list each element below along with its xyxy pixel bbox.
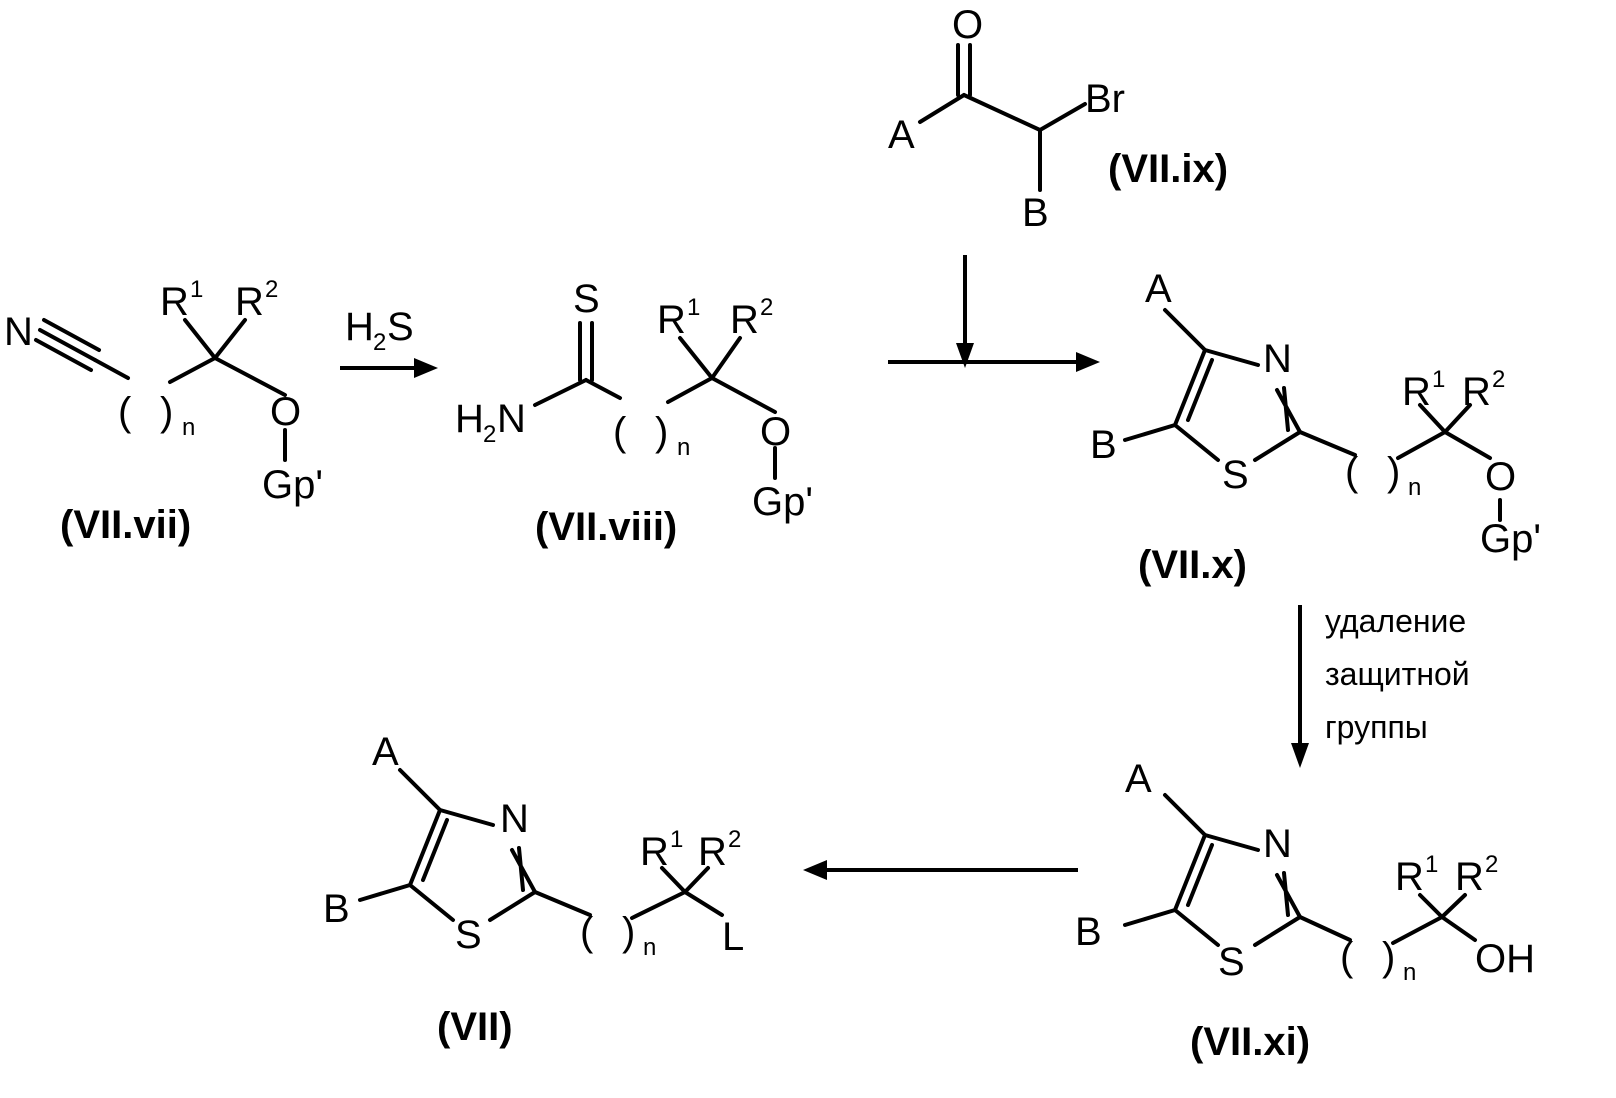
substituent-a: A <box>1125 757 1152 801</box>
label-vii: (VII) <box>437 1005 513 1049</box>
ether-o-atom: O <box>1485 455 1516 499</box>
deprotection-line-3: группы <box>1325 709 1428 745</box>
label-vii-xi: (VII.xi) <box>1190 1020 1310 1064</box>
thiazole-n: N <box>1263 337 1292 381</box>
compound-vii-xi: A N B S ( ) n R 1 R 2 OH (VII.xi) <box>1075 757 1535 1064</box>
thiazole-s: S <box>1222 453 1249 497</box>
paren-open: ( <box>1340 935 1354 979</box>
bromoketone-bonds <box>920 45 1085 190</box>
repeat-n: n <box>677 434 690 461</box>
r2-label: R <box>730 298 759 342</box>
thiazole-n: N <box>1263 822 1292 866</box>
triple-bond <box>36 320 99 370</box>
thiazole-s: S <box>455 913 482 957</box>
ether-o-atom: O <box>270 390 301 434</box>
compound-vii-viii: S H 2 N ( ) n R 1 R 2 O Gp' (VII.viii) <box>455 277 813 549</box>
r1-label: R <box>1402 370 1431 414</box>
substituent-b: B <box>1075 910 1102 954</box>
leaving-group-l: L <box>722 915 744 959</box>
r2-label: R <box>235 280 264 324</box>
substituent-b: B <box>1090 423 1117 467</box>
arrow-activation <box>803 860 1078 880</box>
reagent-h: H <box>345 305 374 349</box>
thione-s-atom: S <box>573 277 600 321</box>
paren-close: ) <box>1382 935 1395 979</box>
r2-label: R <box>1462 370 1491 414</box>
substituent-b: B <box>323 887 350 931</box>
substituent-a: A <box>372 730 399 774</box>
substituent-b: B <box>1022 191 1049 235</box>
side-bonds <box>1125 310 1500 520</box>
r1-superscript: 1 <box>670 826 683 853</box>
r1-label: R <box>1395 855 1424 899</box>
paren-close: ) <box>1387 450 1400 494</box>
compound-vii-x: A N B S ( ) n R 1 R 2 O Gp' (VII.x) <box>1090 267 1541 587</box>
reagent-s: S <box>387 305 414 349</box>
amine-n: N <box>497 397 526 441</box>
protecting-group: Gp' <box>1480 517 1541 561</box>
r1-label: R <box>640 830 669 874</box>
r2-superscript: 2 <box>1485 851 1498 878</box>
r2-superscript: 2 <box>760 294 773 321</box>
r1-label: R <box>160 280 189 324</box>
thioamide-bonds <box>535 323 775 478</box>
r1-superscript: 1 <box>687 294 700 321</box>
repeat-n: n <box>1408 474 1421 501</box>
r1-superscript: 1 <box>190 276 203 303</box>
thiazole-s: S <box>1218 940 1245 984</box>
arrow-deprotection: удаление защитной группы <box>1291 603 1470 768</box>
r2-superscript: 2 <box>265 276 278 303</box>
deprotection-line-2: защитной <box>1325 656 1470 692</box>
r1-superscript: 1 <box>1432 366 1445 393</box>
paren-open: ( <box>118 390 132 434</box>
r1-superscript: 1 <box>1425 851 1438 878</box>
substituent-a: A <box>1145 267 1172 311</box>
r2-label: R <box>1455 855 1484 899</box>
ether-o-atom: O <box>760 410 791 454</box>
arrow-hantzsch <box>888 255 1100 372</box>
substituent-a: A <box>888 113 915 157</box>
paren-close: ) <box>655 410 668 454</box>
paren-close: ) <box>160 390 173 434</box>
repeat-n: n <box>643 934 656 961</box>
amine-h: H <box>455 397 484 441</box>
ketone-o-atom: O <box>952 3 983 47</box>
paren-open: ( <box>580 910 594 954</box>
r2-superscript: 2 <box>728 826 741 853</box>
r1-label: R <box>657 298 686 342</box>
repeat-n: n <box>1403 959 1416 986</box>
deprotection-line-1: удаление <box>1325 603 1466 639</box>
r2-label: R <box>698 830 727 874</box>
protecting-group: Gp' <box>262 463 323 507</box>
paren-close: ) <box>622 910 635 954</box>
label-vii-ix: (VII.ix) <box>1108 147 1228 191</box>
reagent-h-sub: 2 <box>373 329 386 356</box>
amine-h-sub: 2 <box>483 421 496 448</box>
compound-vii-ix: O A Br B (VII.ix) <box>888 3 1228 235</box>
hydroxyl: OH <box>1475 937 1535 981</box>
label-vii-vii: (VII.vii) <box>60 503 191 547</box>
protecting-group: Gp' <box>752 480 813 524</box>
arrow-step1: H 2 S <box>340 305 438 378</box>
compound-vii-vii: N ( ) n R 1 R 2 O Gp' (VII.vii) <box>4 276 323 547</box>
nitrile-n-atom: N <box>4 310 33 354</box>
repeat-n: n <box>182 414 195 441</box>
compound-vii: A N B S ( ) n R 1 R 2 L (VII) <box>323 730 744 1049</box>
paren-open: ( <box>613 410 627 454</box>
label-vii-x: (VII.x) <box>1138 543 1247 587</box>
paren-open: ( <box>1345 450 1359 494</box>
label-vii-viii: (VII.viii) <box>535 505 677 549</box>
r2-superscript: 2 <box>1492 366 1505 393</box>
bromine: Br <box>1085 77 1125 121</box>
thiazole-n: N <box>500 797 529 841</box>
